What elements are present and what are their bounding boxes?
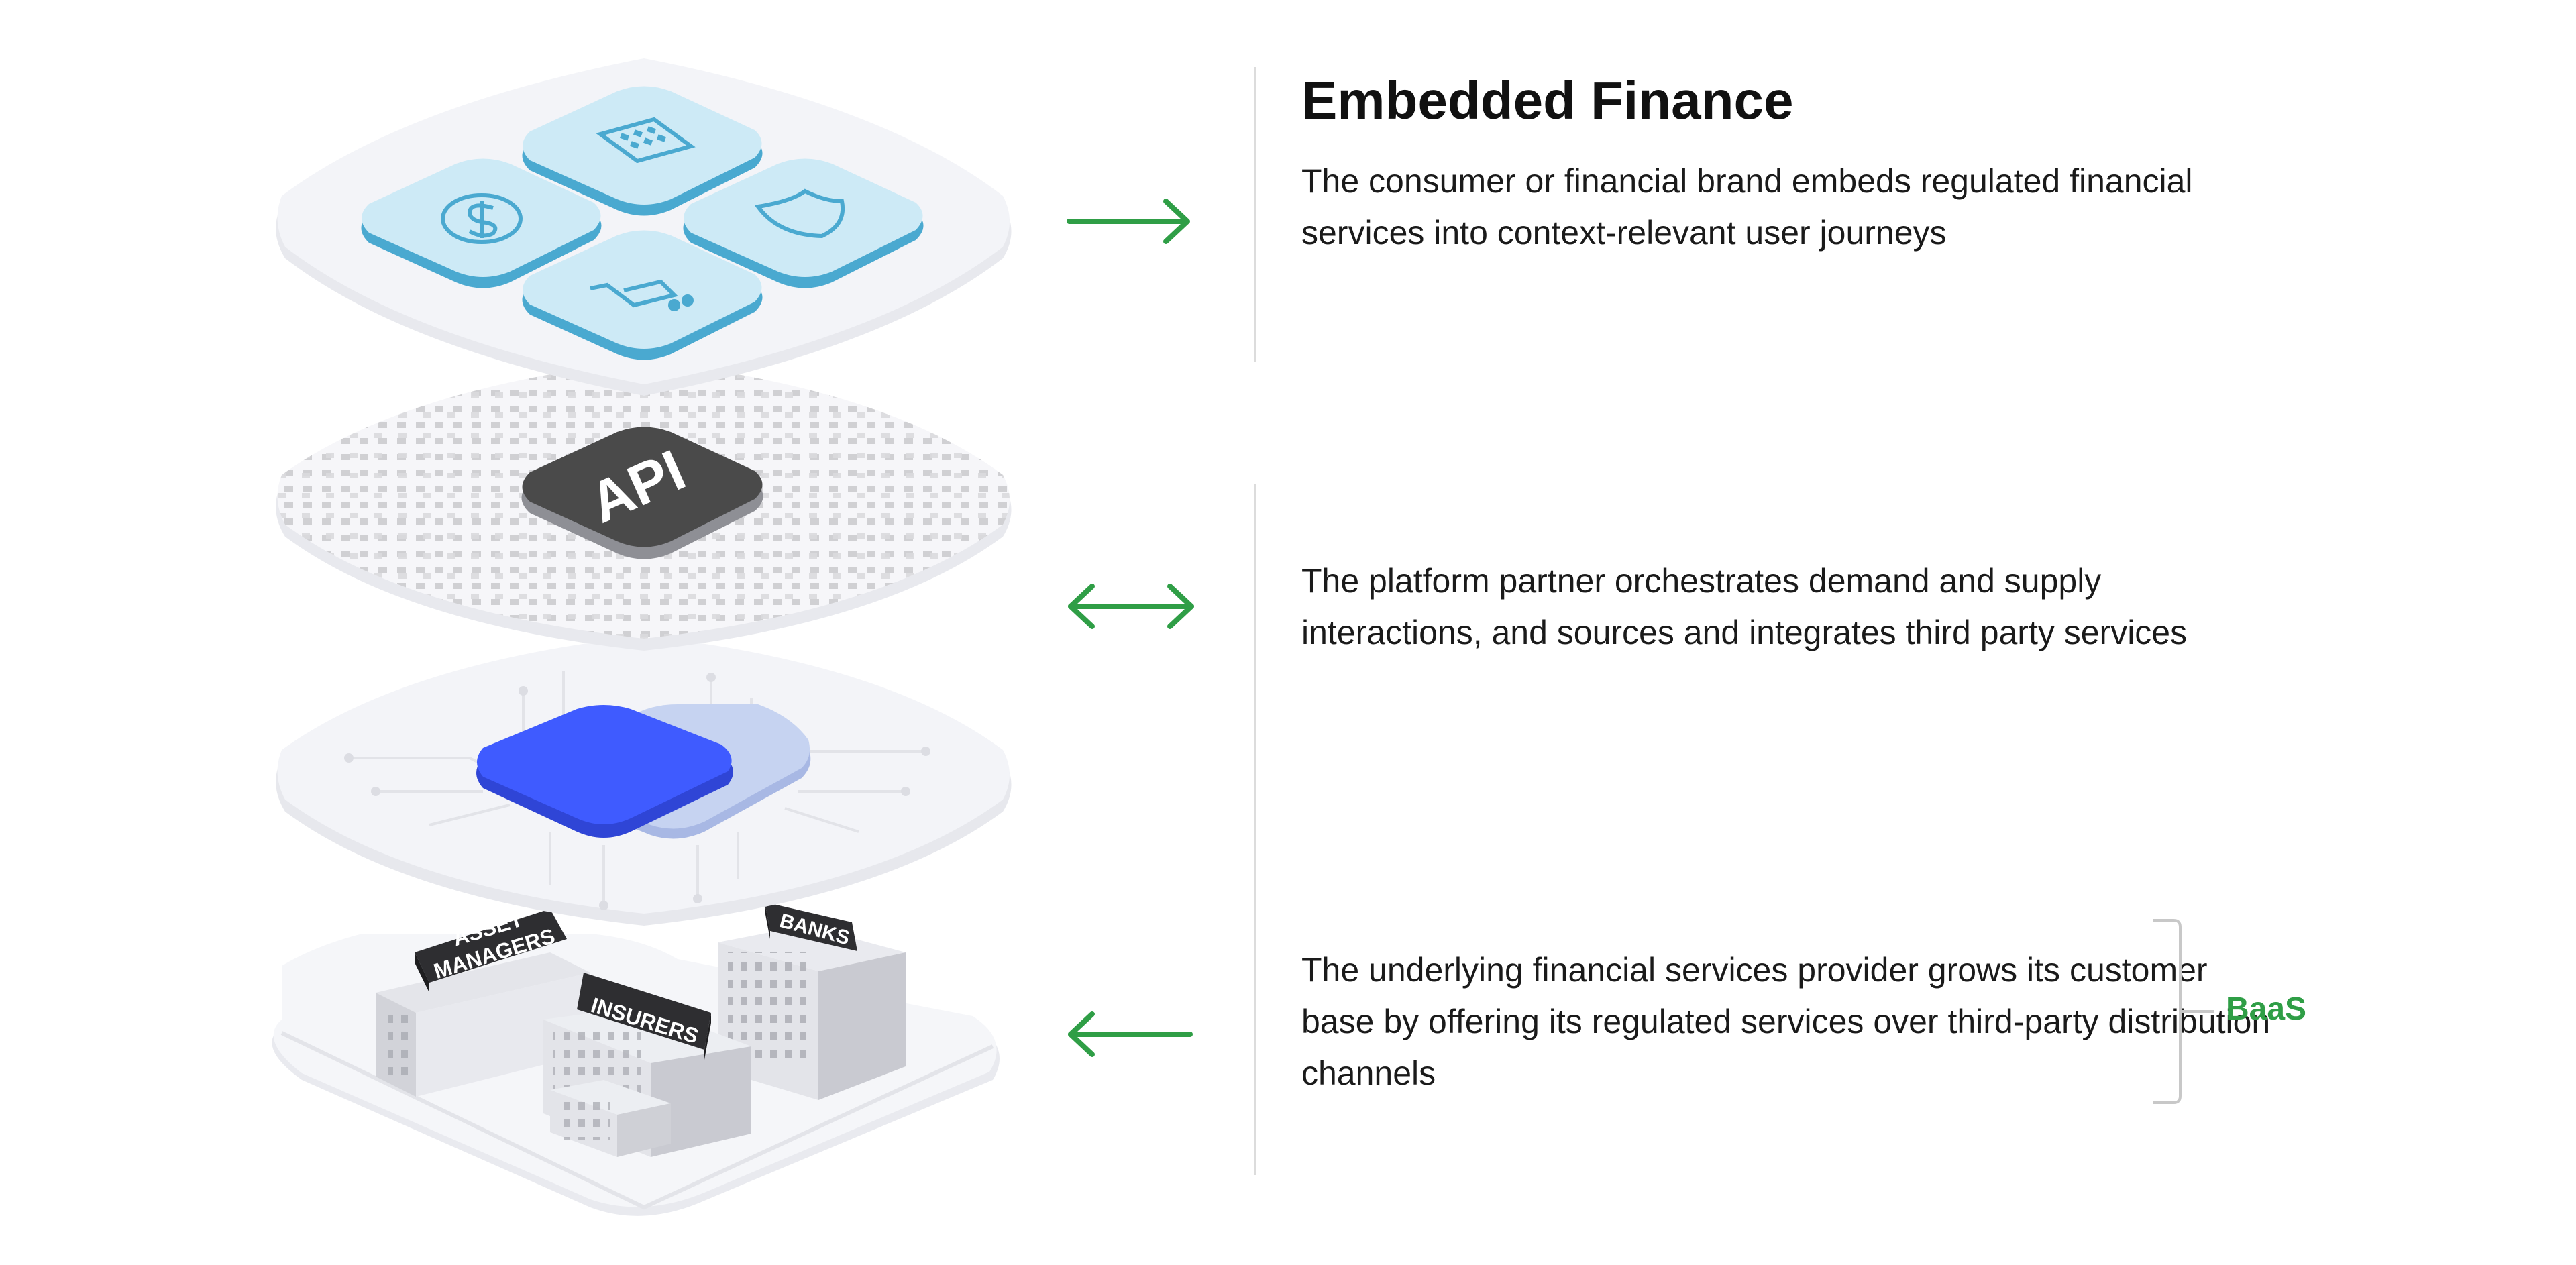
platform-layer-description: The platform partner orchestrates demand… [1301,562,2188,651]
provider-layer-description: The underlying financial services provid… [1301,951,2271,1092]
baas-bracket [2153,919,2214,1104]
tile-shield [683,158,924,288]
calculator-icon [596,117,696,164]
tile-calculator [522,86,763,216]
core-primary-chip [477,705,732,824]
platform-layer: API [276,361,1012,651]
stack-svg: ASSET MANAGERS BANKS INSURERS [272,58,1012,1216]
arrow-bidirectional [1068,584,1194,629]
brand-layer [276,58,1012,396]
api-chip [521,427,763,559]
asset-managers-building [376,909,590,1097]
divider-top [1254,67,1256,362]
arrow-left [1068,1011,1193,1057]
brand-layer-description: The consumer or financial brand embeds r… [1301,162,2193,252]
shield-icon [754,188,845,239]
core-layer [276,636,1012,926]
insurers-building [543,973,751,1157]
dollar-coin-icon [441,193,523,244]
provider-layer: ASSET MANAGERS BANKS INSURERS [272,902,1000,1216]
tile-dollar [361,158,602,288]
layer-stack-illustration: ASSET MANAGERS BANKS INSURERS [0,0,1073,1262]
divider-bottom [1254,484,1256,1175]
arrow-right [1067,199,1190,244]
page-title: Embedded Finance [1301,70,1794,130]
tile-cart [522,230,763,360]
shopping-cart-icon [590,279,694,311]
baas-label: BaaS [2226,991,2307,1027]
